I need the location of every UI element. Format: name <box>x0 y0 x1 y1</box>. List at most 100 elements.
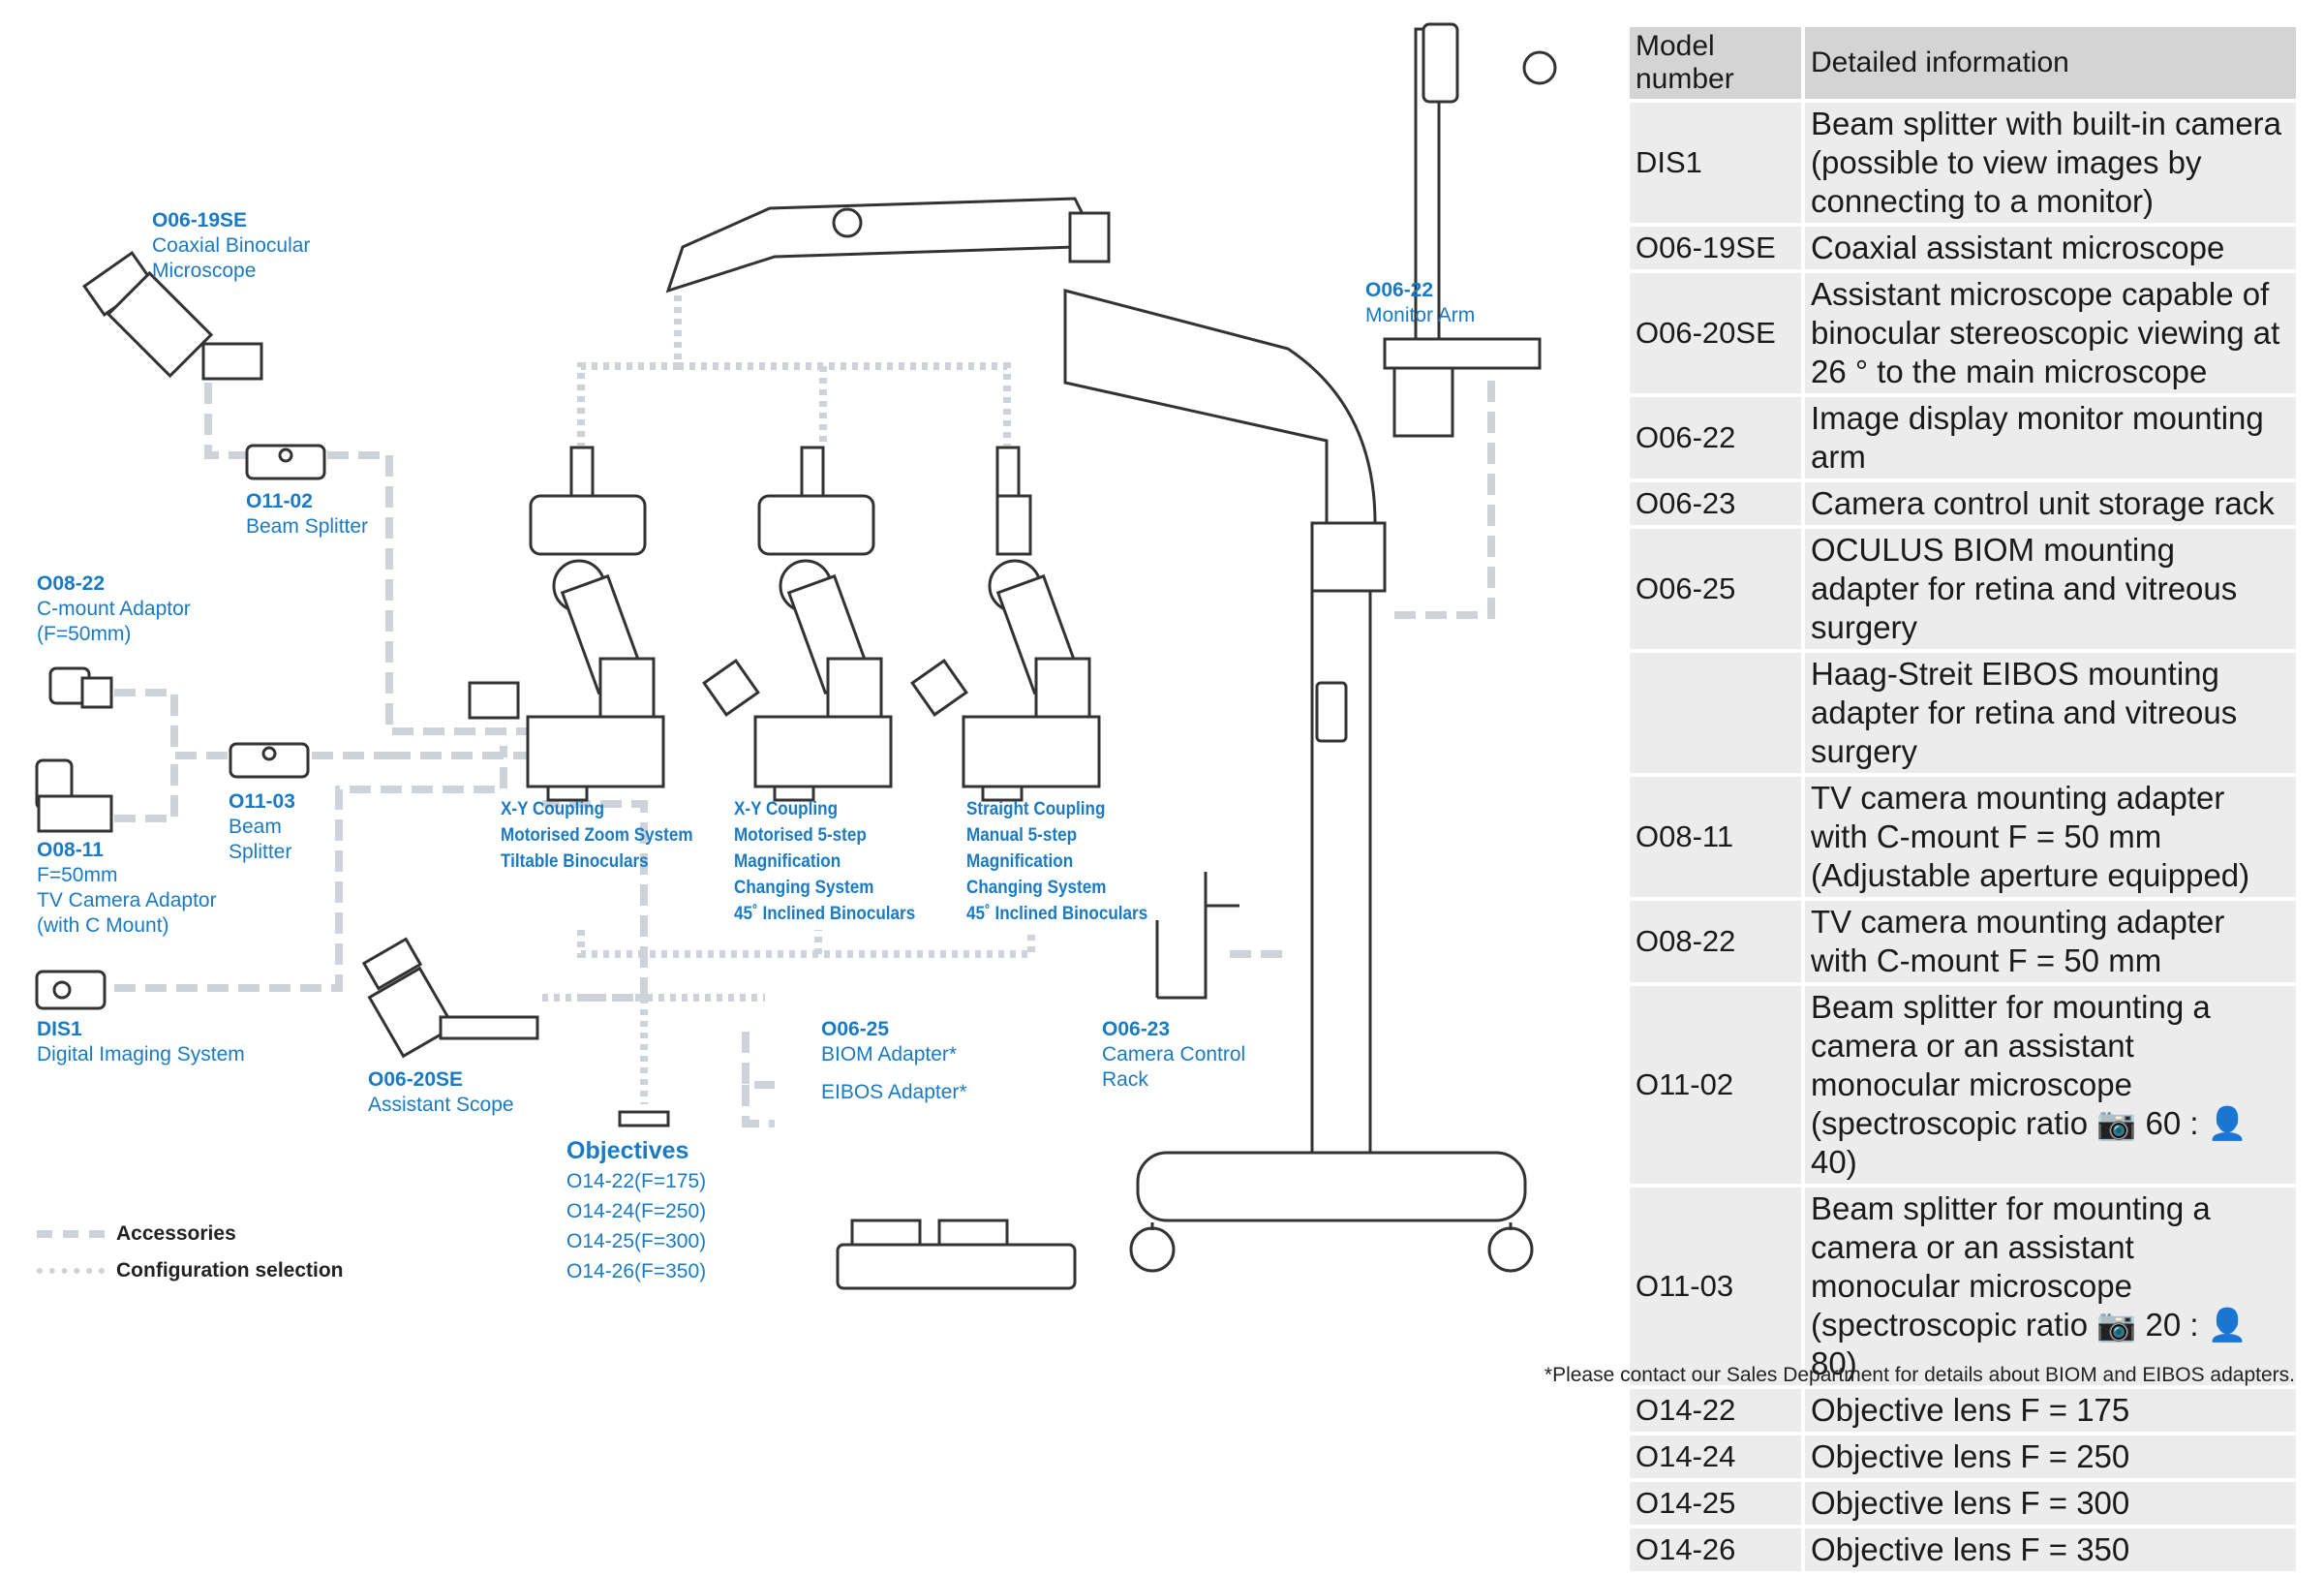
foot-switch-illustration <box>836 1219 1077 1290</box>
objectives-block: Objectives O14-22(F=175) O14-24(F=250) O… <box>566 1135 706 1286</box>
model-number-cell: O08-11 <box>1630 777 1801 897</box>
detailed-info-cell: Camera control unit storage rack <box>1801 482 2296 525</box>
detailed-info-cell: Objective lens F = 300 <box>1801 1482 2296 1525</box>
configuration-line: Magnification <box>966 851 1074 872</box>
model-number-cell: O08-22 <box>1630 901 1801 982</box>
model-number-cell: O14-26 <box>1630 1529 1801 1571</box>
tv-camera-adaptor-illustration <box>35 758 113 833</box>
detailed-info-cell: Objective lens F = 350 <box>1801 1529 2296 1571</box>
assistant-scope-illustration <box>361 937 539 1059</box>
objective-item: O14-26(F=350) <box>566 1260 707 1282</box>
accessory-desc-line: Assistant Scope <box>368 1094 514 1116</box>
configuration-line: Manual 5-step <box>966 825 1078 846</box>
accessory-label-o11-02: O11-02 Beam Splitter <box>246 489 368 540</box>
model-number-cell: DIS1 <box>1630 103 1801 223</box>
accessory-label-o06-23: O06-23 Camera Control Rack <box>1102 1017 1245 1093</box>
accessory-label-eibos: EIBOS Adapter* <box>821 1080 967 1105</box>
configuration-connector-lines <box>542 295 1035 1104</box>
microscope-config-1-illustration <box>468 446 665 802</box>
accessory-label-o06-25: O06-25 BIOM Adapter* <box>821 1017 957 1067</box>
accessory-desc-line: Camera Control <box>1102 1043 1246 1065</box>
accessory-desc-line: Rack <box>1102 1068 1148 1091</box>
c-mount-adaptor-illustration <box>48 666 113 709</box>
accessory-code: O11-02 <box>246 490 313 512</box>
configuration-line: Magnification <box>734 851 841 872</box>
microscope-config-3-illustration <box>910 446 1101 802</box>
model-number-cell: O06-19SE <box>1630 227 1801 269</box>
configuration-line: Straight Coupling <box>966 799 1106 819</box>
detailed-info-cell: Beam splitter for mounting a camera or a… <box>1801 986 2296 1184</box>
objective-item: O14-24(F=250) <box>566 1200 707 1222</box>
configuration-line: X-Y Coupling <box>734 799 839 819</box>
accessory-desc-line: Beam Splitter <box>246 515 369 538</box>
microscope-stand-illustration <box>665 197 1534 1273</box>
model-number-cell: O06-25 <box>1630 529 1801 649</box>
accessory-code: DIS1 <box>37 1018 82 1040</box>
accessory-code: O08-11 <box>37 839 104 861</box>
configuration-line: Motorised Zoom System <box>501 825 693 846</box>
legend-accessories: Accessories <box>37 1222 236 1246</box>
detailed-info-cell: TV camera mounting adapter with C-mount … <box>1801 901 2296 982</box>
accessory-code: O06-22 <box>1365 279 1434 301</box>
accessory-desc-line: C-mount Adaptor <box>37 598 191 620</box>
digital-imaging-system-illustration <box>35 970 107 1010</box>
legend-label: Accessories <box>116 1222 236 1245</box>
configuration-caption-2: X-Y Coupling Motorised 5-step Magnificat… <box>734 796 915 927</box>
configuration-line: Changing System <box>734 878 874 898</box>
model-number-cell: O06-23 <box>1630 482 1801 525</box>
detailed-info-cell: Beam splitter with built-in camera (poss… <box>1801 103 2296 223</box>
accessory-label-o06-22: O06-22 Monitor Arm <box>1365 278 1475 328</box>
camera-control-rack-illustration <box>1155 872 1239 1000</box>
table-header-row: Model number Detailed information <box>1630 27 2296 99</box>
accessory-desc-line: Splitter <box>229 841 292 863</box>
legend-label: Configuration selection <box>116 1259 344 1282</box>
coaxial-binocular-illustration <box>82 250 263 381</box>
dotted-line-swatch <box>37 1268 105 1274</box>
beam-splitter-o11-02-illustration <box>245 444 326 480</box>
objective-lens-illustration <box>618 1110 670 1127</box>
detailed-info-cell: Beam splitter for mounting a camera or a… <box>1801 1188 2296 1385</box>
accessory-code: O06-25 <box>821 1018 890 1040</box>
accessory-label-o11-03: O11-03 Beam Splitter <box>229 789 295 865</box>
dashed-line-swatch <box>37 1230 105 1238</box>
detailed-info-cell: TV camera mounting adapter with C-mount … <box>1801 777 2296 897</box>
configuration-line: Tiltable Binoculars <box>501 851 649 872</box>
objective-item: O14-22(F=175) <box>566 1170 707 1192</box>
model-number-cell: O14-24 <box>1630 1436 1801 1478</box>
detailed-info-cell: Coaxial assistant microscope <box>1801 227 2296 269</box>
legend-configuration: Configuration selection <box>37 1259 344 1282</box>
accessory-label-o08-11: O08-11 F=50mm TV Camera Adaptor (with C … <box>37 838 217 939</box>
beam-splitter-o11-03-illustration <box>229 742 310 779</box>
detailed-info-cell: Haag-Streit EIBOS mounting adapter for r… <box>1801 653 2296 773</box>
model-number-cell: O14-25 <box>1630 1482 1801 1525</box>
microscope-system-diagram <box>35 22 1557 1290</box>
model-number-cell: O06-20SE <box>1630 273 1801 393</box>
detailed-info-cell: Assistant microscope capable of binocula… <box>1801 273 2296 393</box>
accessory-label-dis1: DIS1 Digital Imaging System <box>37 1017 245 1067</box>
objective-item: O14-25(F=300) <box>566 1230 707 1252</box>
microscope-config-2-illustration <box>702 446 893 802</box>
configuration-line: 45˚ Inclined Binoculars <box>966 904 1148 924</box>
monitor-arm-illustration <box>1383 22 1557 438</box>
accessory-label-o08-22: O08-22 C-mount Adaptor (F=50mm) <box>37 571 191 647</box>
accessory-desc-line: Beam <box>229 816 282 838</box>
accessory-desc-line: Monitor Arm <box>1365 304 1476 326</box>
accessory-code: O06-19SE <box>152 209 248 232</box>
accessory-desc-line: Microscope <box>152 260 257 282</box>
accessory-code: O06-20SE <box>368 1068 464 1091</box>
objectives-title: Objectives <box>566 1137 689 1164</box>
detailed-info-cell: OCULUS BIOM mounting adapter for retina … <box>1801 529 2296 649</box>
accessory-desc-line: F=50mm <box>37 864 118 886</box>
